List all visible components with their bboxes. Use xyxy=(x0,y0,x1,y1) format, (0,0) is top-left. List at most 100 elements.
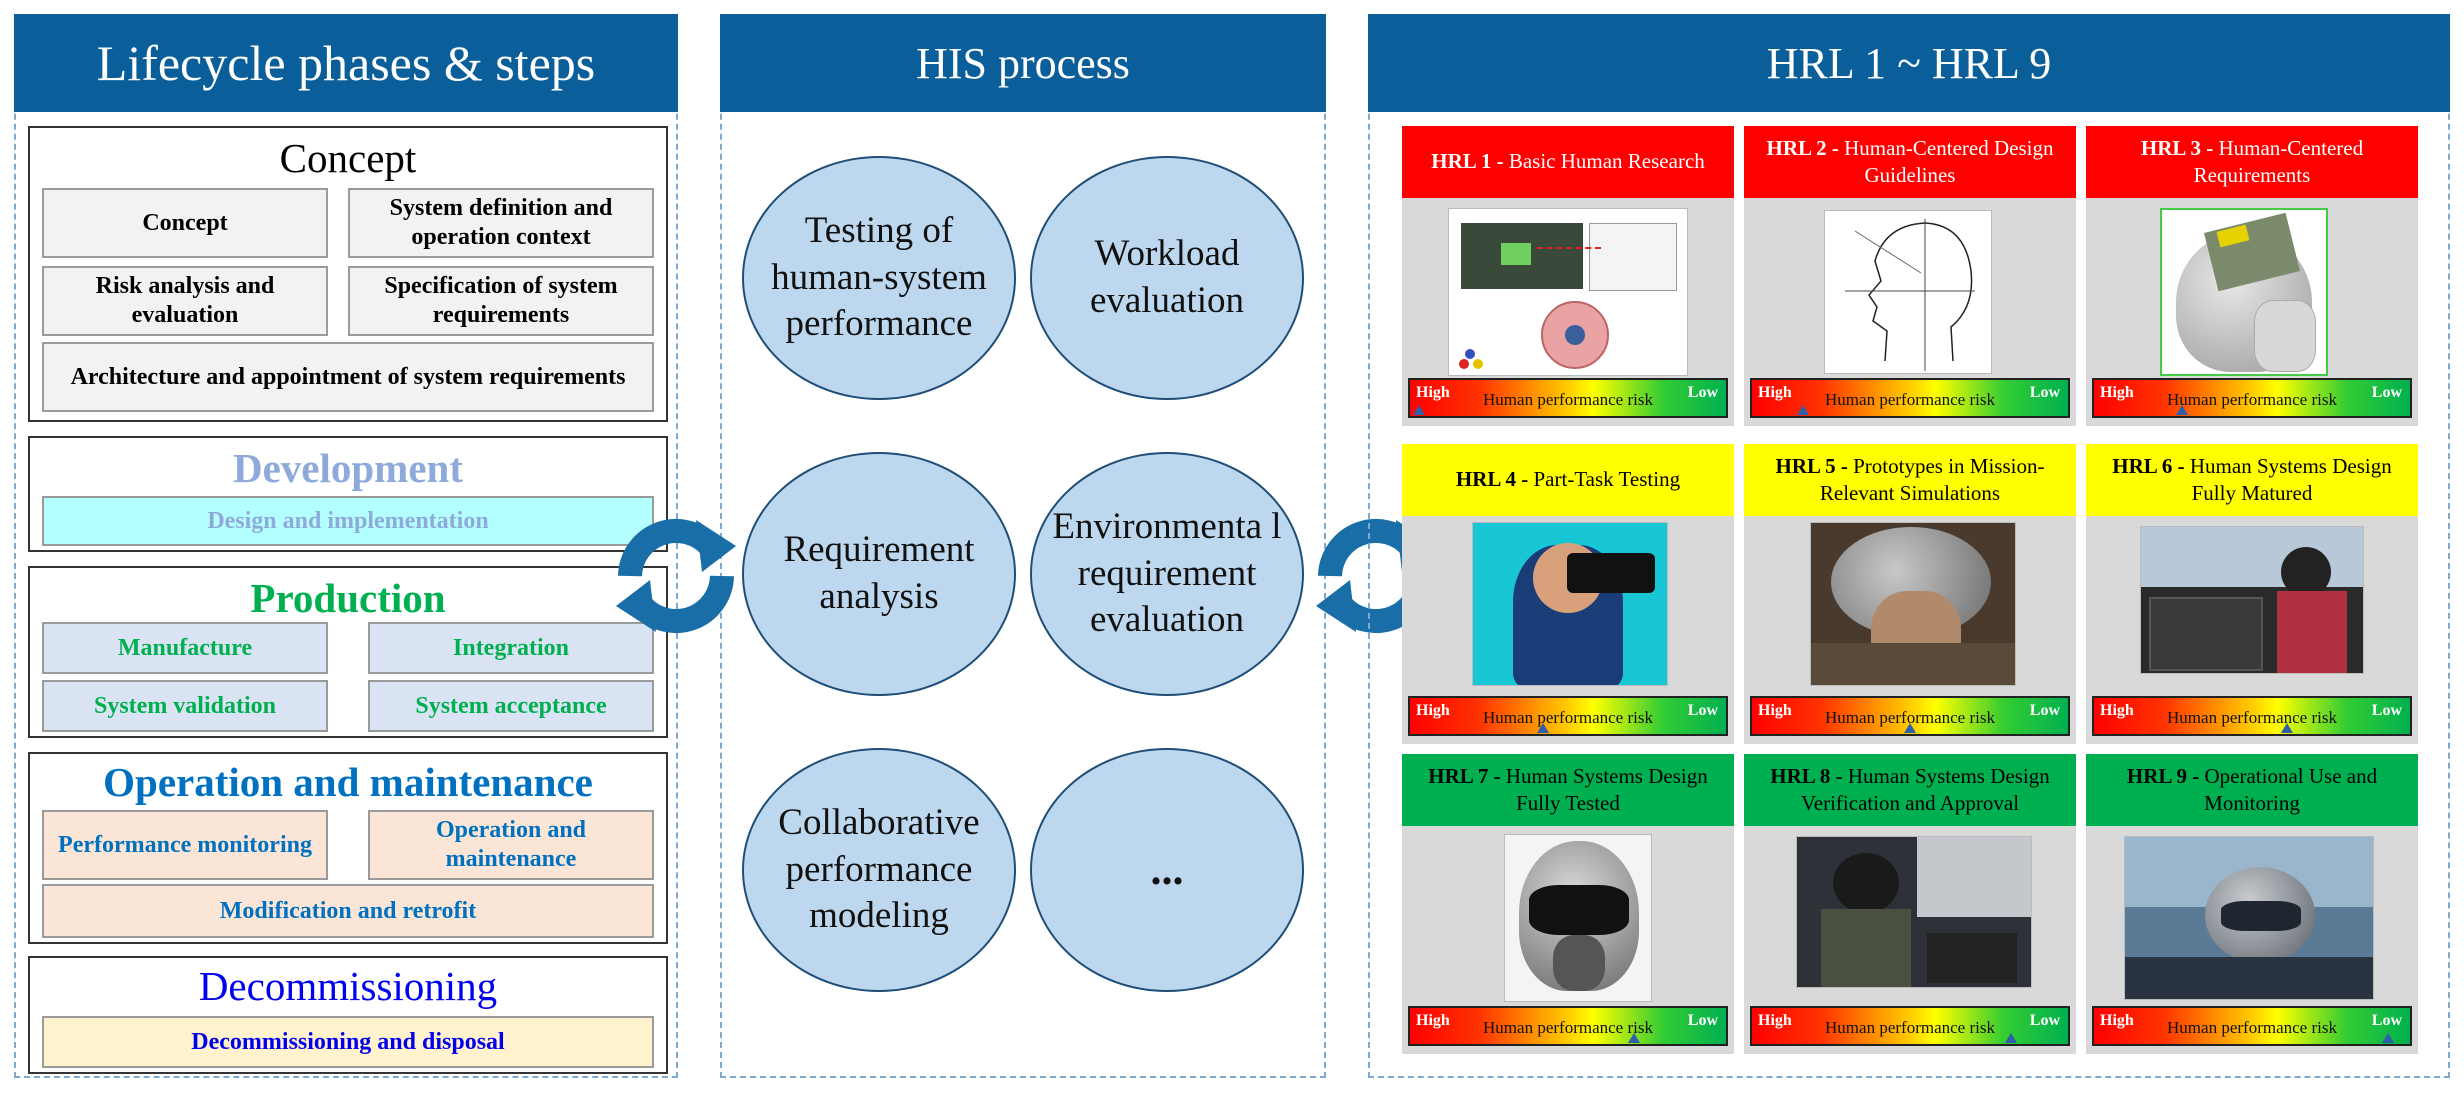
risk-bar: High Human performance risk Low xyxy=(2092,1006,2412,1046)
risk-marker xyxy=(1904,723,1916,733)
hrl-card-8: HRL 8 - Human Systems Design Verificatio… xyxy=(1744,754,2076,1054)
head-anthropometry-image xyxy=(1824,210,1992,374)
environmental-requirement-node: Environmenta l requirement evaluation xyxy=(1030,452,1304,696)
hrl-code: HRL 9 - xyxy=(2126,763,2205,788)
risk-high-label: High xyxy=(2100,384,2134,401)
risk-low-label: Low xyxy=(2371,384,2402,401)
hrl-name: Human Systems Design Fully Matured xyxy=(2189,453,2392,505)
integration-step: Integration xyxy=(368,622,654,674)
risk-high-label: High xyxy=(2100,702,2134,719)
hrl-code: HRL 7 - xyxy=(1428,763,1506,788)
modification-step: Modification and retrofit xyxy=(42,884,654,938)
risk-label: Human performance risk xyxy=(2167,390,2337,409)
system-validation-step: System validation xyxy=(42,680,328,732)
hrl-card-header: HRL 6 - Human Systems Design Fully Matur… xyxy=(2086,444,2418,516)
hrl-name: Prototypes in Mission-Relevant Simulatio… xyxy=(1819,453,2045,505)
helmet-model-image xyxy=(2160,208,2328,376)
hrl-card-header: HRL 9 - Operational Use and Monitoring xyxy=(2086,754,2418,826)
cycle-arrow-icon-left xyxy=(616,518,736,634)
risk-marker xyxy=(1413,405,1426,415)
architecture-step: Architecture and appointment of system r… xyxy=(42,342,654,412)
risk-bar: High Human performance risk Low xyxy=(1750,1006,2070,1046)
risk-label: Human performance risk xyxy=(1483,708,1653,727)
vr-headset-test-image xyxy=(1472,522,1668,686)
risk-label: Human performance risk xyxy=(1825,390,1995,409)
decommissioning-step: Decommissioning and disposal xyxy=(42,1016,654,1068)
risk-marker xyxy=(2176,405,2189,415)
hrl-card-1: HRL 1 - Basic Human Research High Human … xyxy=(1402,126,1734,426)
production-group: Production Manufacture Integration Syste… xyxy=(28,566,668,738)
risk-high-label: High xyxy=(1758,384,1792,401)
hrl-code: HRL 3 - xyxy=(2140,135,2219,160)
hrl-card-header: HRL 8 - Human Systems Design Verificatio… xyxy=(1744,754,2076,826)
hrl-name: Part-Task Testing xyxy=(1533,467,1681,492)
concept-title: Concept xyxy=(279,135,417,181)
risk-bar: High Human performance risk Low xyxy=(1408,1006,1728,1046)
risk-low-label: Low xyxy=(1687,1012,1718,1029)
hrl-card-header: HRL 4 - Part-Task Testing xyxy=(1402,444,1734,516)
hrl-code: HRL 1 - xyxy=(1431,149,1509,174)
cockpit-pilot-image xyxy=(2140,526,2364,674)
specification-step: Specification of system requirements xyxy=(348,266,654,336)
hrl-card-5: HRL 5 - Prototypes in Mission-Relevant S… xyxy=(1744,444,2076,744)
hrl-name: Human-Centered Requirements xyxy=(2193,135,2364,187)
hrl-card-7: HRL 7 - Human Systems Design Fully Teste… xyxy=(1402,754,1734,1054)
hrl-name: Human-Centered Design Guidelines xyxy=(1844,135,2054,187)
hrl-code: HRL 6 - xyxy=(2112,453,2190,478)
hrl-name: Operational Use and Monitoring xyxy=(2204,763,2378,815)
decommissioning-title: Decommissioning xyxy=(198,963,498,1009)
risk-low-label: Low xyxy=(1687,384,1718,401)
risk-label: Human performance risk xyxy=(2167,1018,2337,1037)
risk-label: Human performance risk xyxy=(1483,390,1653,409)
lifecycle-header: Lifecycle phases & steps xyxy=(14,14,678,112)
operational-pilot-image xyxy=(2124,836,2374,1000)
risk-low-label: Low xyxy=(1687,702,1718,719)
hrl-name: Human Systems Design Verification and Ap… xyxy=(1800,763,2050,815)
workload-evaluation-node: Workload evaluation xyxy=(1030,156,1304,400)
risk-high-label: High xyxy=(1416,702,1450,719)
hrl-card-header: HRL 1 - Basic Human Research xyxy=(1402,126,1734,198)
risk-low-label: Low xyxy=(2029,702,2060,719)
hrl-card-9: HRL 9 - Operational Use and Monitoring H… xyxy=(2086,754,2418,1054)
risk-bar: High Human performance risk Low xyxy=(1750,378,2070,418)
risk-marker xyxy=(2280,723,2293,733)
hrl-card-header: HRL 3 - Human-Centered Requirements xyxy=(2086,126,2418,198)
risk-bar: High Human performance risk Low xyxy=(1750,696,2070,736)
system-acceptance-step: System acceptance xyxy=(368,680,654,732)
risk-bar: High Human performance risk Low xyxy=(1408,696,1728,736)
flight-helmet-image xyxy=(1504,834,1652,1002)
risk-analysis-step: Risk analysis and evaluation xyxy=(42,266,328,336)
risk-high-label: High xyxy=(1758,1012,1792,1029)
verification-cockpit-image xyxy=(1796,836,2032,988)
concept-group: Concept Concept System definition and op… xyxy=(28,126,668,422)
risk-bar: High Human performance risk Low xyxy=(1408,378,1728,418)
hrl-card-2: HRL 2 - Human-Centered Design Guidelines… xyxy=(1744,126,2076,426)
collaborative-modeling-node: Collaborative performance modeling xyxy=(742,748,1016,992)
concept-step: Concept xyxy=(42,188,328,258)
risk-high-label: High xyxy=(1758,702,1792,719)
hrl-card-header: HRL 7 - Human Systems Design Fully Teste… xyxy=(1402,754,1734,826)
risk-high-label: High xyxy=(1416,384,1450,401)
pilot-simulation-image xyxy=(1810,522,2016,686)
system-definition-step: System definition and operation context xyxy=(348,188,654,258)
hrl-code: HRL 2 - xyxy=(1766,135,1845,160)
risk-low-label: Low xyxy=(2029,1012,2060,1029)
development-title: Development xyxy=(232,445,463,491)
hrl-card-header: HRL 2 - Human-Centered Design Guidelines xyxy=(1744,126,2076,198)
operation-group: Operation and maintenance Performance mo… xyxy=(28,752,668,944)
risk-label: Human performance risk xyxy=(2167,708,2337,727)
risk-marker xyxy=(1628,1033,1641,1043)
manufacture-step: Manufacture xyxy=(42,622,328,674)
risk-label: Human performance risk xyxy=(1825,1018,1995,1037)
risk-marker xyxy=(2381,1033,2394,1043)
risk-marker xyxy=(1536,723,1549,733)
requirement-analysis-node: Requirement analysis xyxy=(742,452,1016,696)
development-group: Development Design and implementation xyxy=(28,436,668,552)
hrl-header: HRL 1 ~ HRL 9 xyxy=(1368,14,2450,112)
risk-high-label: High xyxy=(2100,1012,2134,1029)
design-step: Design and implementation xyxy=(42,496,654,546)
decommissioning-group: Decommissioning Decommissioning and disp… xyxy=(28,956,668,1074)
testing-performance-node: Testing of human-system performance xyxy=(742,156,1016,400)
risk-marker xyxy=(1796,405,1809,415)
operation-maintenance-step: Operation and maintenance xyxy=(368,810,654,880)
